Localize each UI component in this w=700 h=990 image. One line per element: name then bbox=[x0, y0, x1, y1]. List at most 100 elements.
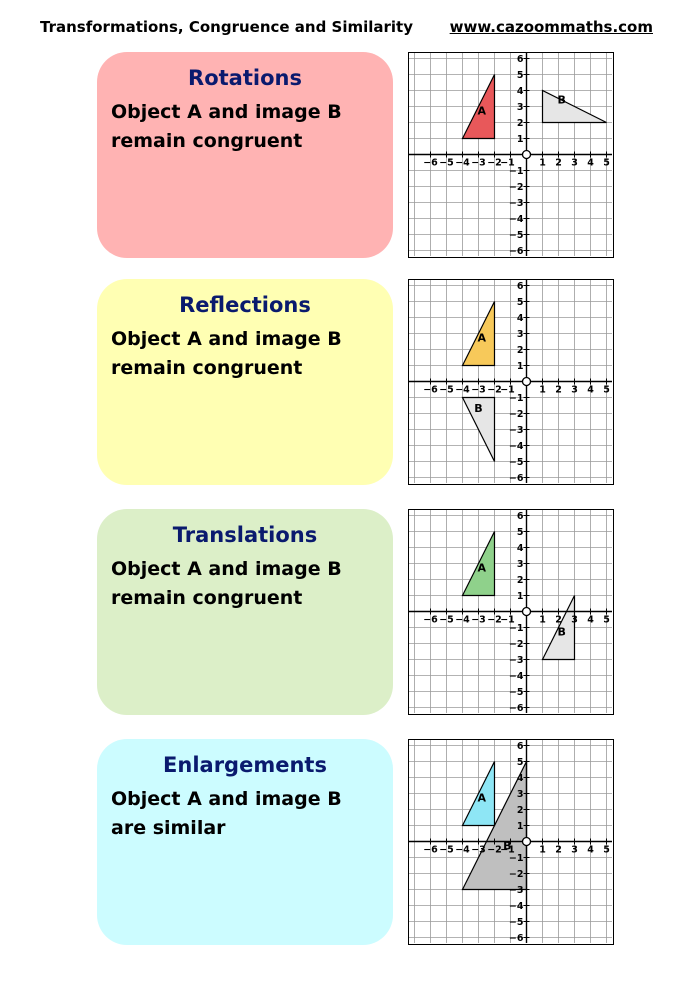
x-tick-label: −6 bbox=[423, 845, 438, 856]
card-title: Translations bbox=[172, 523, 318, 547]
origin-marker bbox=[521, 149, 532, 160]
y-tick-label: 1 bbox=[517, 821, 524, 832]
x-tick-label: 3 bbox=[571, 615, 578, 626]
x-tick-label: 3 bbox=[571, 385, 578, 396]
x-tick-label: 1 bbox=[539, 845, 546, 856]
shape-label: B bbox=[474, 402, 482, 415]
card-rotations: Rotations Object A and image B remain co… bbox=[97, 52, 393, 258]
y-tick-label: −5 bbox=[509, 687, 524, 698]
y-tick-label: 6 bbox=[517, 281, 524, 292]
y-tick-label: 2 bbox=[517, 118, 524, 129]
y-tick-label: −3 bbox=[509, 655, 524, 666]
y-tick-label: −3 bbox=[509, 198, 524, 209]
triangle-b bbox=[541, 89, 607, 124]
y-tick-label: −4 bbox=[509, 441, 524, 452]
y-tick-label: −6 bbox=[509, 473, 524, 483]
coordinate-grid-reflections: −6−5−4−3−2−1123456654321−1−2−3−4−5−6AB bbox=[408, 279, 614, 485]
x-tick-label: −2 bbox=[487, 615, 502, 626]
y-tick-label: −6 bbox=[509, 933, 524, 943]
y-tick-label: 4 bbox=[517, 543, 524, 554]
y-tick-label: 5 bbox=[517, 70, 524, 81]
origin-marker bbox=[521, 376, 532, 387]
y-tick-label: 2 bbox=[517, 575, 524, 586]
x-tick-label: −6 bbox=[423, 615, 438, 626]
grid-svg: −6−5−4−3−2−1123456654321−1−2−3−4−5−6AB bbox=[409, 53, 612, 256]
y-tick-label: −6 bbox=[509, 703, 524, 713]
x-tick-label: −1 bbox=[500, 158, 515, 169]
y-tick-label: 1 bbox=[517, 361, 524, 372]
x-tick-label: −5 bbox=[439, 845, 454, 856]
y-tick-label: −1 bbox=[509, 393, 524, 404]
x-tick-label: −6 bbox=[423, 158, 438, 169]
x-tick-label: 5 bbox=[603, 385, 610, 396]
y-tick-label: −4 bbox=[509, 671, 524, 682]
card-title: Enlargements bbox=[163, 753, 327, 777]
card-translations: Translations Object A and image B remain… bbox=[97, 509, 393, 715]
triangle-a bbox=[461, 531, 496, 597]
y-tick-label: 6 bbox=[517, 511, 524, 522]
card-description: Object A and image B are similar bbox=[111, 788, 342, 839]
y-tick-label: −3 bbox=[509, 885, 524, 896]
card-reflections: Reflections Object A and image B remain … bbox=[97, 279, 393, 485]
triangle-a bbox=[461, 74, 496, 140]
y-tick-label: −1 bbox=[509, 623, 524, 634]
x-tick-label: 1 bbox=[539, 385, 546, 396]
origin-marker bbox=[521, 606, 532, 617]
y-tick-label: −2 bbox=[509, 182, 524, 193]
y-tick-label: −2 bbox=[509, 639, 524, 650]
coordinate-grid-rotations: −6−5−4−3−2−1123456654321−1−2−3−4−5−6AB bbox=[408, 52, 614, 258]
card-description: Object A and image B remain congruent bbox=[111, 101, 342, 152]
coordinate-grid-translations: −6−5−4−3−2−1123456654321−1−2−3−4−5−6AB bbox=[408, 509, 614, 715]
shape-label: A bbox=[477, 332, 486, 345]
card-description: Object A and image B remain congruent bbox=[111, 558, 342, 609]
x-tick-label: 2 bbox=[555, 845, 562, 856]
y-tick-label: 6 bbox=[517, 741, 524, 752]
y-tick-label: 3 bbox=[517, 559, 524, 570]
y-tick-label: −5 bbox=[509, 230, 524, 241]
y-tick-label: −2 bbox=[509, 409, 524, 420]
x-tick-label: −1 bbox=[500, 385, 515, 396]
y-tick-label: 1 bbox=[517, 591, 524, 602]
y-tick-label: 3 bbox=[517, 102, 524, 113]
y-tick-label: 6 bbox=[517, 54, 524, 65]
x-tick-label: 4 bbox=[587, 615, 594, 626]
x-tick-label: −6 bbox=[423, 385, 438, 396]
x-tick-label: 2 bbox=[555, 385, 562, 396]
x-tick-label: −1 bbox=[500, 615, 515, 626]
triangle-b bbox=[461, 396, 496, 462]
x-tick-label: −2 bbox=[487, 845, 502, 856]
y-tick-label: 4 bbox=[517, 313, 524, 324]
website-link[interactable]: www.cazoommaths.com bbox=[449, 18, 653, 36]
x-tick-label: −4 bbox=[455, 845, 470, 856]
x-tick-label: 3 bbox=[571, 845, 578, 856]
y-tick-label: −1 bbox=[509, 853, 524, 864]
x-tick-label: −2 bbox=[487, 158, 502, 169]
y-tick-label: 3 bbox=[517, 789, 524, 800]
y-tick-label: −4 bbox=[509, 901, 524, 912]
x-tick-label: −4 bbox=[455, 615, 470, 626]
grid-svg: −6−5−4−3−2−1123456654321−1−2−3−4−5−6AB bbox=[409, 510, 612, 713]
x-tick-label: −2 bbox=[487, 385, 502, 396]
x-tick-label: 5 bbox=[603, 158, 610, 169]
y-tick-label: −6 bbox=[509, 246, 524, 256]
x-tick-label: −5 bbox=[439, 158, 454, 169]
coordinate-grid-enlargements: −6−5−4−3−2−1123456654321−1−2−3−4−5−6BA bbox=[408, 739, 614, 945]
y-tick-label: 5 bbox=[517, 527, 524, 538]
x-tick-label: 4 bbox=[587, 845, 594, 856]
card-title: Reflections bbox=[179, 293, 311, 317]
y-tick-label: 1 bbox=[517, 134, 524, 145]
x-tick-label: 5 bbox=[603, 845, 610, 856]
x-tick-label: −3 bbox=[471, 845, 486, 856]
x-tick-label: 2 bbox=[555, 615, 562, 626]
triangle-a bbox=[461, 761, 496, 827]
triangle-a bbox=[461, 301, 496, 367]
x-tick-label: −5 bbox=[439, 615, 454, 626]
x-tick-label: −4 bbox=[455, 385, 470, 396]
y-tick-label: −5 bbox=[509, 917, 524, 928]
y-tick-label: 5 bbox=[517, 297, 524, 308]
card-title: Rotations bbox=[188, 66, 302, 90]
x-tick-label: 3 bbox=[571, 158, 578, 169]
card-description: Object A and image B remain congruent bbox=[111, 328, 342, 379]
x-tick-label: 5 bbox=[603, 615, 610, 626]
shape-label: B bbox=[558, 93, 566, 106]
